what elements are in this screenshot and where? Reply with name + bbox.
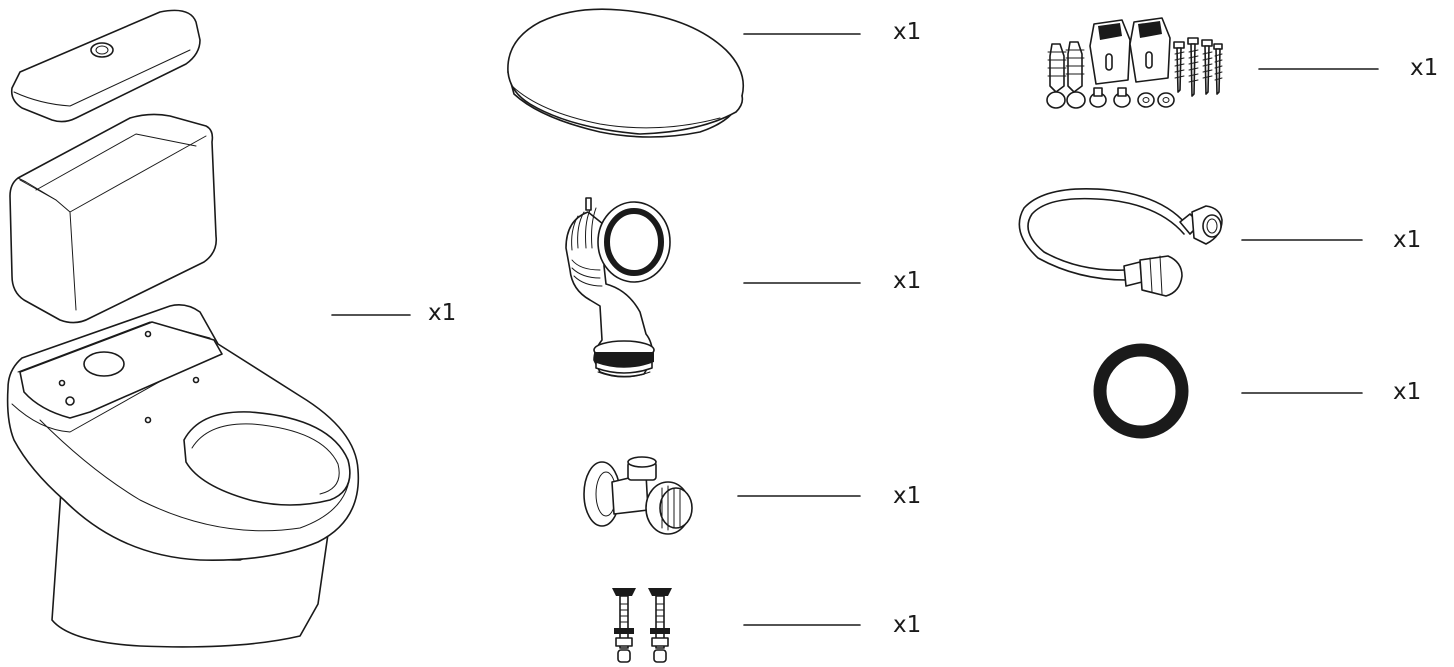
tank-lid bbox=[10, 9, 201, 123]
toilet-bowl bbox=[6, 304, 360, 648]
toilet-illustration bbox=[6, 9, 360, 648]
angle-valve-illustration bbox=[583, 456, 693, 535]
drain-elbow-illustration bbox=[565, 197, 671, 378]
tank-bolts-illustration bbox=[612, 588, 672, 663]
quantity-label-hardware: x1 bbox=[1410, 55, 1439, 81]
quantity-label-valve: x1 bbox=[893, 483, 922, 509]
tank-body bbox=[9, 113, 218, 324]
quantity-label-seat: x1 bbox=[893, 19, 922, 45]
quantity-label-hose: x1 bbox=[1393, 227, 1422, 253]
mounting-hardware-illustration bbox=[1046, 17, 1223, 109]
water-hose-illustration bbox=[1018, 188, 1223, 297]
toilet-seat-illustration bbox=[507, 8, 745, 138]
quantity-label-toilet: x1 bbox=[428, 300, 457, 326]
quantity-label-elbow: x1 bbox=[893, 268, 922, 294]
quantity-label-wax-ring: x1 bbox=[1393, 379, 1422, 405]
quantity-label-bolts: x1 bbox=[893, 612, 922, 638]
wax-ring-illustration bbox=[1093, 343, 1189, 439]
